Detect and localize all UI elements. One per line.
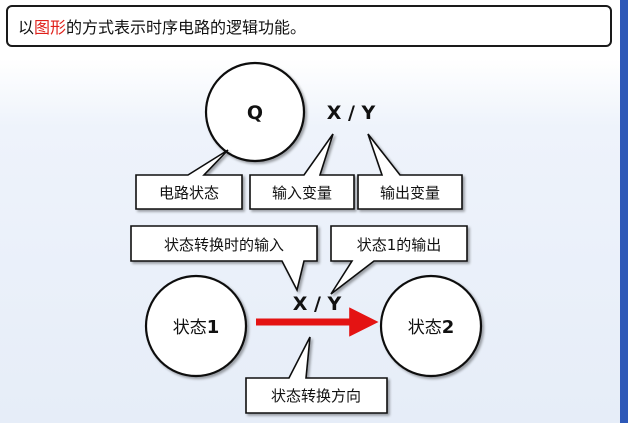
title-box: 以图形的方式表示时序电路的逻辑功能。 (6, 5, 612, 47)
transition-io-label: X / Y (293, 293, 342, 315)
callout-state1-output-text: 状态1的输出 (357, 236, 442, 254)
state2-circle (379, 274, 483, 378)
state2-label: 状态2 (408, 317, 455, 338)
state1-circle (144, 274, 248, 378)
top-io-label: X / Y (327, 102, 376, 124)
callout-circuit-state (135, 149, 243, 210)
state2-label-num: 2 (442, 317, 455, 338)
state1-label: 状态1 (173, 317, 220, 338)
callout-input-variable-text: 输入变量 (272, 184, 332, 202)
title-suffix: 的方式表示时序电路的逻辑功能。 (66, 18, 307, 37)
title-prefix: 以 (18, 18, 35, 37)
callout-input-variable (249, 133, 355, 210)
callout-transition-direction (245, 336, 388, 414)
circuit-state-symbol: Q (247, 102, 263, 124)
slide-edge-bar (620, 0, 628, 423)
state2-label-main: 状态 (408, 318, 442, 338)
callout-circuit-state-text: 电路状态 (159, 184, 219, 202)
callout-transition-direction-text: 状态转换方向 (271, 387, 361, 405)
callout-output-variable (357, 133, 463, 210)
callout-output-variable-text: 输出变量 (380, 184, 440, 202)
callout-transition-input (130, 225, 318, 293)
callout-transition-input-text: 状态转换时的输入 (164, 236, 284, 254)
circuit-state-circle (204, 61, 306, 163)
callout-state1-output (330, 225, 468, 295)
state1-label-main: 状态 (173, 318, 207, 338)
state1-label-num: 1 (207, 317, 220, 338)
title-highlight: 图形 (34, 18, 67, 37)
